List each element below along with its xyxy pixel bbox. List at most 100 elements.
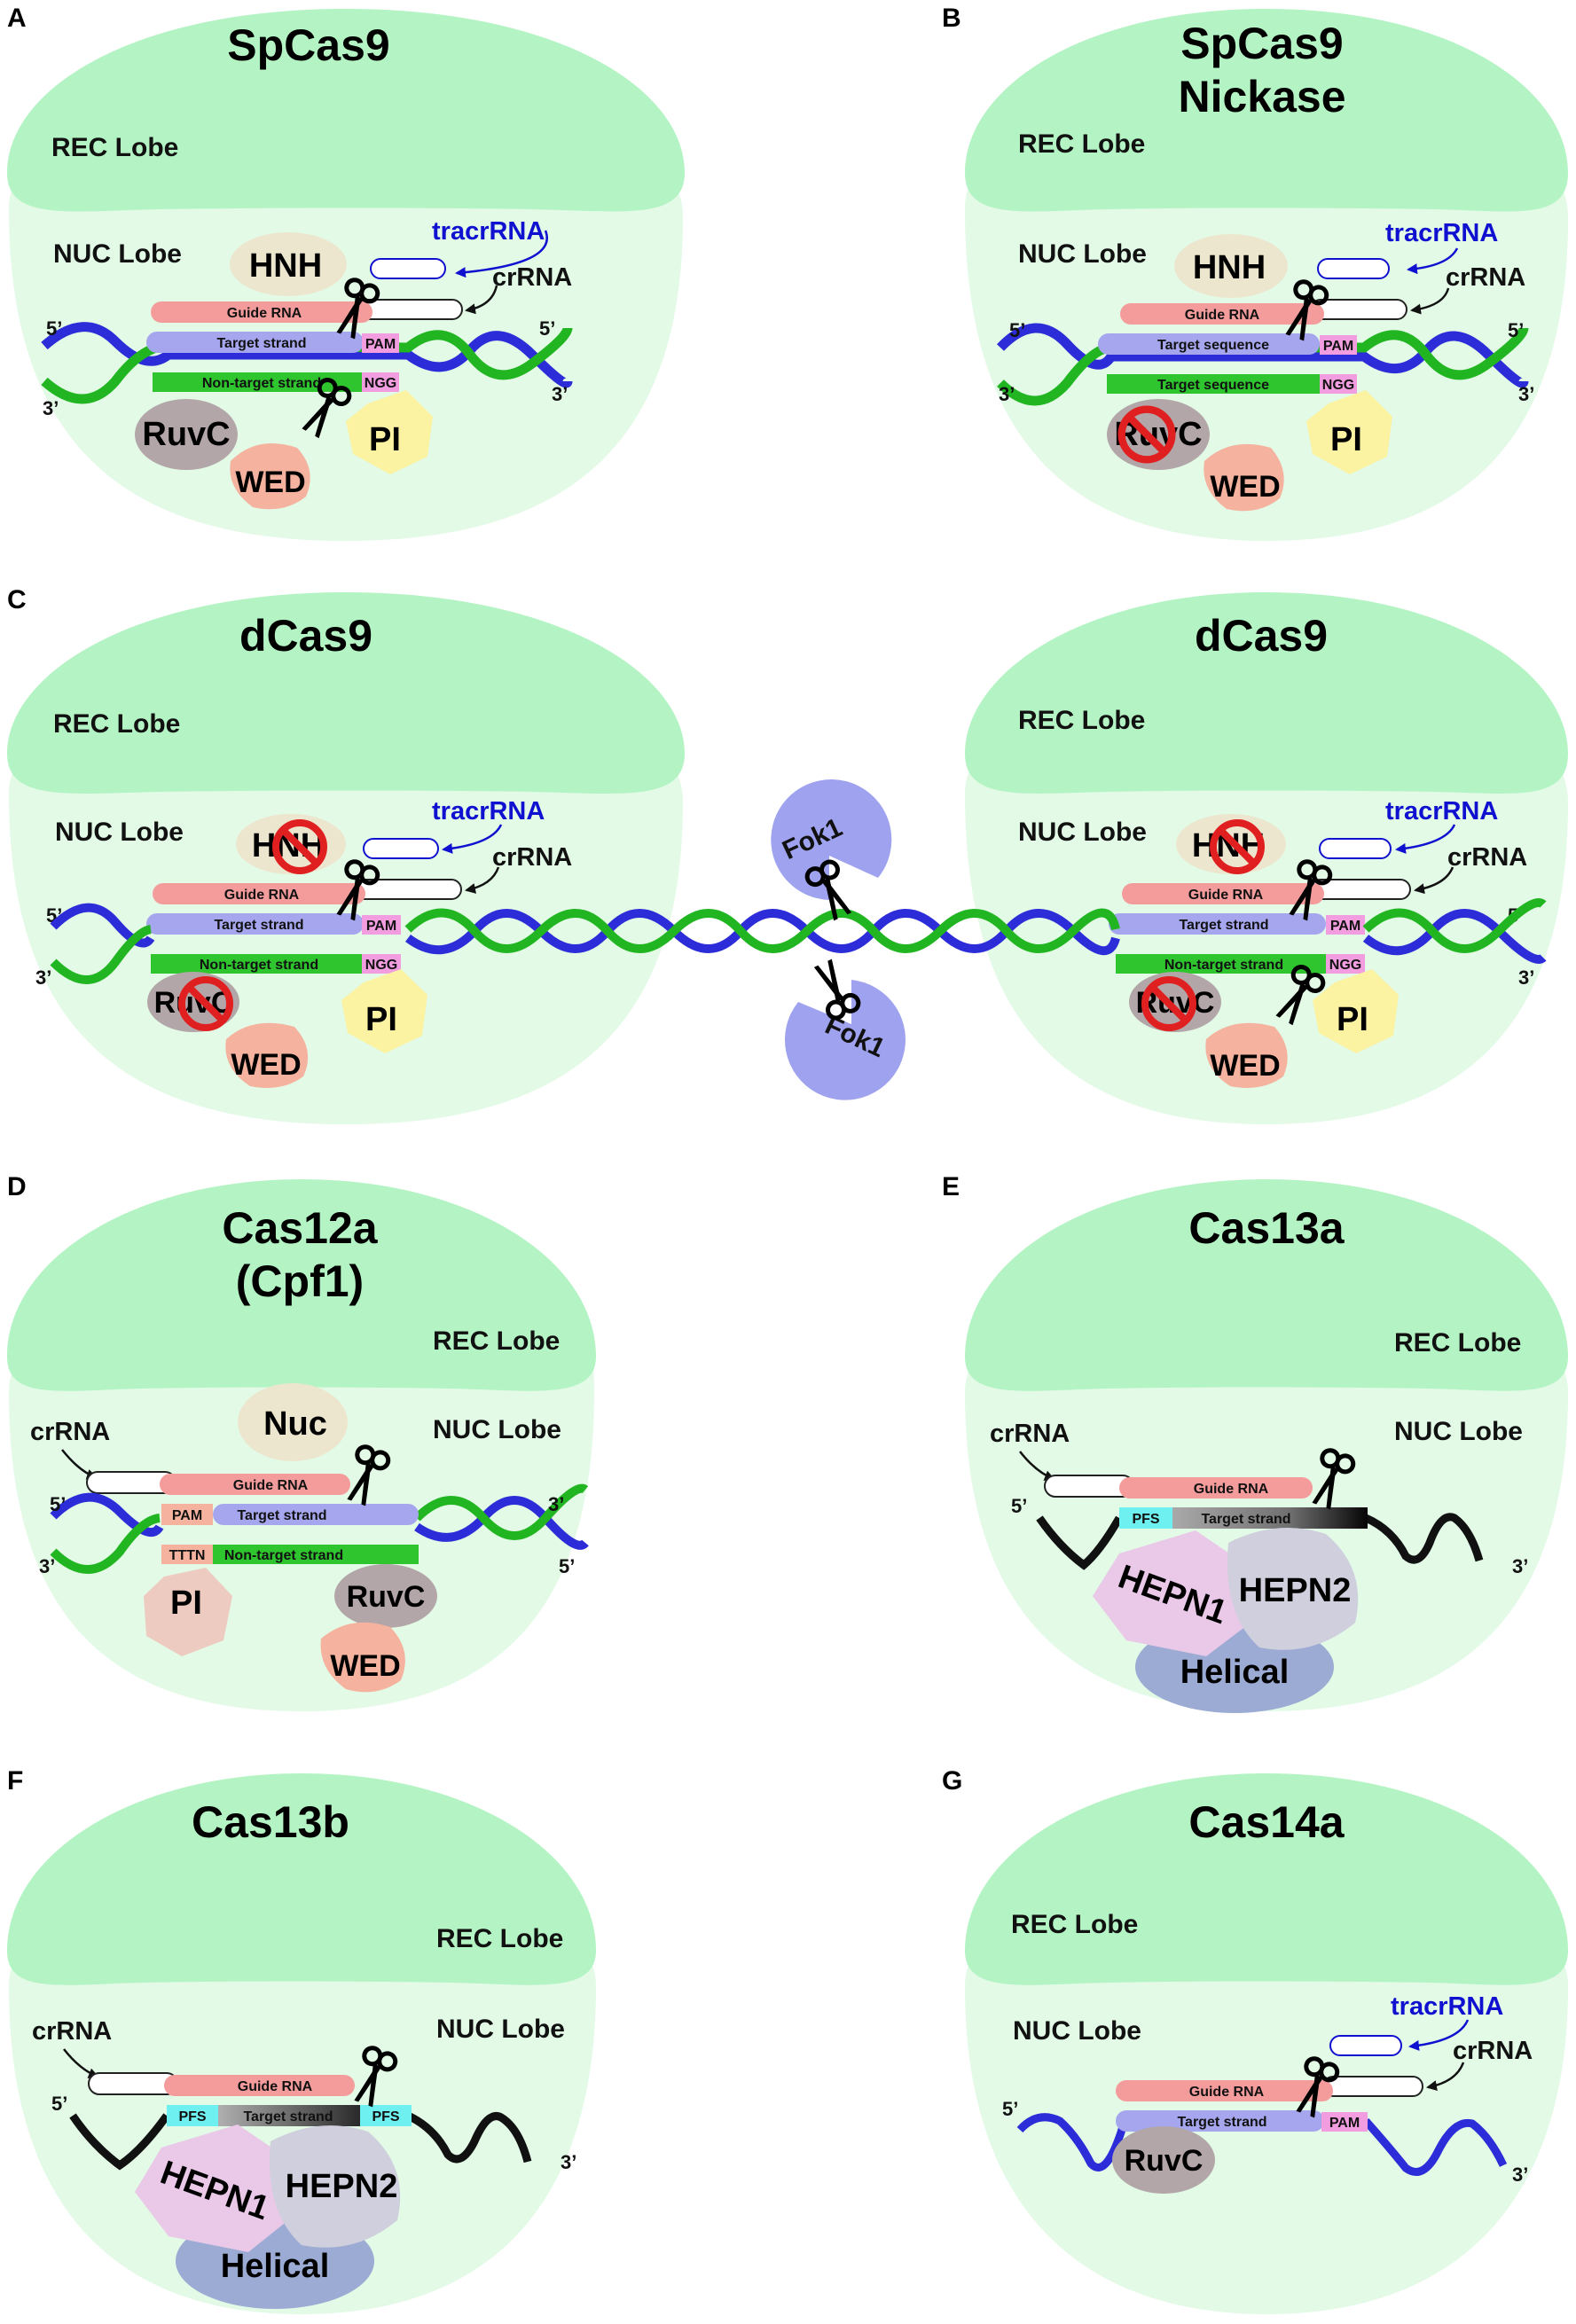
pi-label: PI xyxy=(365,1001,397,1038)
pam-box xyxy=(161,1504,213,1525)
dcas9-left: dCas9 REC Lobe NUC Lobe HNH tracrRNA crR… xyxy=(7,592,685,1124)
panel-title-line2: (Cpf1) xyxy=(236,1256,364,1306)
tttn-label: TTTN xyxy=(169,1548,206,1563)
pfs-label: PFS xyxy=(372,2109,399,2124)
ruvc-label: RuvC xyxy=(142,416,230,453)
target-strand xyxy=(218,2105,360,2126)
dcas9-right: dCas9 REC Lobe NUC Lobe HNH tracrRNA crR… xyxy=(965,592,1568,1124)
ruvc-label: RuvC xyxy=(1125,2144,1204,2178)
ngg-box xyxy=(362,954,401,974)
tracrrna-loop xyxy=(363,838,439,859)
guide-rna-label: Guide RNA xyxy=(1194,1482,1269,1497)
helical-label: Helical xyxy=(1180,1654,1290,1691)
crrna-shape xyxy=(358,299,463,320)
pfs-box xyxy=(1119,1507,1172,1529)
guide-rna-label: Guide RNA xyxy=(1189,2085,1265,2100)
tttn-box xyxy=(161,1545,213,1564)
crrna-label: crRNA xyxy=(1453,2037,1533,2065)
pi-label: PI xyxy=(1337,1001,1368,1038)
helical-label: Helical xyxy=(221,2248,330,2285)
panel-title: dCas9 xyxy=(239,611,372,661)
wed-label: WED xyxy=(231,1048,301,1082)
fok1-bottom xyxy=(784,980,906,1100)
panel-letter: F xyxy=(7,1766,23,1796)
panel-title: Cas13a xyxy=(1188,1203,1345,1253)
rec-lobe-shape xyxy=(965,1773,1568,1985)
rec-lobe-label: REC Lobe xyxy=(1011,1910,1138,1939)
five-prime: 5’ xyxy=(51,2093,67,2115)
target-strand-label: Target strand xyxy=(214,918,303,933)
crrna-label: crRNA xyxy=(990,1420,1070,1448)
hnh-domain xyxy=(230,232,347,296)
nuc-lobe-shape xyxy=(965,1890,1568,2314)
five-prime-left: 5’ xyxy=(46,317,62,340)
guide-rna-label: Guide RNA xyxy=(238,2079,313,2094)
wed-domain xyxy=(1205,1022,1288,1088)
target-strand-label: Target strand xyxy=(237,1508,326,1523)
ruvc-domain xyxy=(334,1564,437,1628)
rec-lobe-label: REC Lobe xyxy=(436,1924,563,1953)
pi-label: PI xyxy=(1330,421,1362,458)
nontarget-strand xyxy=(151,954,362,974)
wed-domain xyxy=(225,1022,309,1088)
hnh-label: HNH xyxy=(249,247,322,285)
pam-box xyxy=(1320,335,1357,355)
rec-lobe-label: REC Lobe xyxy=(51,133,178,162)
guide-rna-label: Guide RNA xyxy=(227,306,302,321)
panel-title: Cas13b xyxy=(192,1797,349,1847)
rec-lobe-shape xyxy=(7,1179,596,1391)
nuc-lobe-label: NUC Lobe xyxy=(1018,239,1147,269)
rec-lobe-shape xyxy=(7,1773,596,1985)
nontarget-strand xyxy=(1116,954,1326,974)
three-prime: 3’ xyxy=(1512,2164,1528,2186)
crrna-shape xyxy=(88,2072,178,2095)
nuc-lobe-label: NUC Lobe xyxy=(53,239,182,269)
nuc-lobe-label: NUC Lobe xyxy=(1013,2016,1141,2046)
rec-lobe-shape xyxy=(965,9,1568,212)
hnh-label: HNH xyxy=(1193,249,1266,286)
guide-rna xyxy=(164,2075,355,2096)
hepn1-domain xyxy=(1093,1530,1251,1656)
panel-title-line1: SpCas9 xyxy=(1180,19,1343,68)
guide-rna-label: Guide RNA xyxy=(224,888,300,903)
panel-title: SpCas9 xyxy=(227,20,389,70)
nontarget-strand-label: Non-target strand xyxy=(224,1548,343,1563)
tracrrna-label: tracrRNA xyxy=(1385,797,1498,826)
tracrrna-label: tracrRNA xyxy=(1385,219,1498,247)
hepn1-domain xyxy=(135,2124,293,2252)
panel-letter: A xyxy=(7,4,27,33)
three-prime-right: 3’ xyxy=(1518,966,1534,989)
panel-f: F Cas13b REC Lobe NUC Lobe crRNA Guide R… xyxy=(7,1766,596,2314)
guide-rna xyxy=(1116,2080,1333,2101)
panel-c: C dCas9 REC Lobe NUC Lobe HNH tracrRNA c… xyxy=(7,585,1568,1124)
target-strand xyxy=(146,332,364,353)
nuc-lobe-label: NUC Lobe xyxy=(1394,1417,1523,1446)
target-strand-label: Target strand xyxy=(1201,1512,1290,1527)
pi-domain xyxy=(144,1568,232,1656)
pi-domain xyxy=(346,390,433,474)
hepn2-domain xyxy=(270,2125,401,2248)
fok1-top xyxy=(771,779,892,900)
crrna-label: crRNA xyxy=(492,843,572,872)
target-strand xyxy=(213,1504,419,1525)
five-prime-left: 5’ xyxy=(50,1493,66,1515)
wed-label: WED xyxy=(1210,1049,1280,1083)
dna-strand xyxy=(1016,2113,1508,2176)
nuc-lobe-shape xyxy=(965,699,1568,1124)
pi-domain xyxy=(1306,390,1392,474)
panel-letter: G xyxy=(942,1766,962,1796)
pfs-box-left xyxy=(167,2105,218,2126)
five-prime-right: 5’ xyxy=(1508,319,1524,341)
three-prime-left: 3’ xyxy=(999,383,1015,405)
pam-box xyxy=(1326,915,1365,935)
three-prime-left: 3’ xyxy=(35,966,51,989)
tracrrna-loop xyxy=(370,258,446,279)
nontarget-strand-label: Non-target strand xyxy=(200,958,318,973)
dna-helix xyxy=(50,898,1547,984)
hepn2-label: HEPN2 xyxy=(1239,1572,1352,1609)
hepn2-label: HEPN2 xyxy=(286,2168,398,2205)
pam-box xyxy=(1321,2112,1368,2132)
rec-lobe-label: REC Lobe xyxy=(1018,706,1145,735)
hnh-domain xyxy=(1174,234,1288,298)
guide-rna xyxy=(160,1474,350,1495)
